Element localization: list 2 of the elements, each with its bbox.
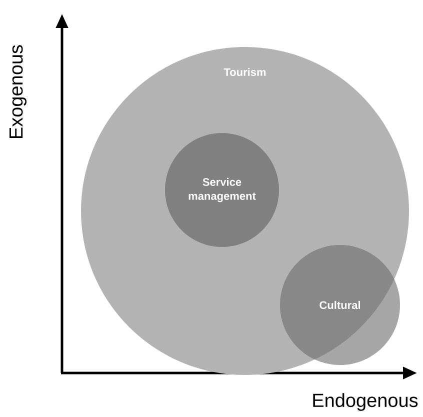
axis-label: Endogenous (313, 393, 418, 411)
axis-label: Exogenous (10, 45, 26, 138)
